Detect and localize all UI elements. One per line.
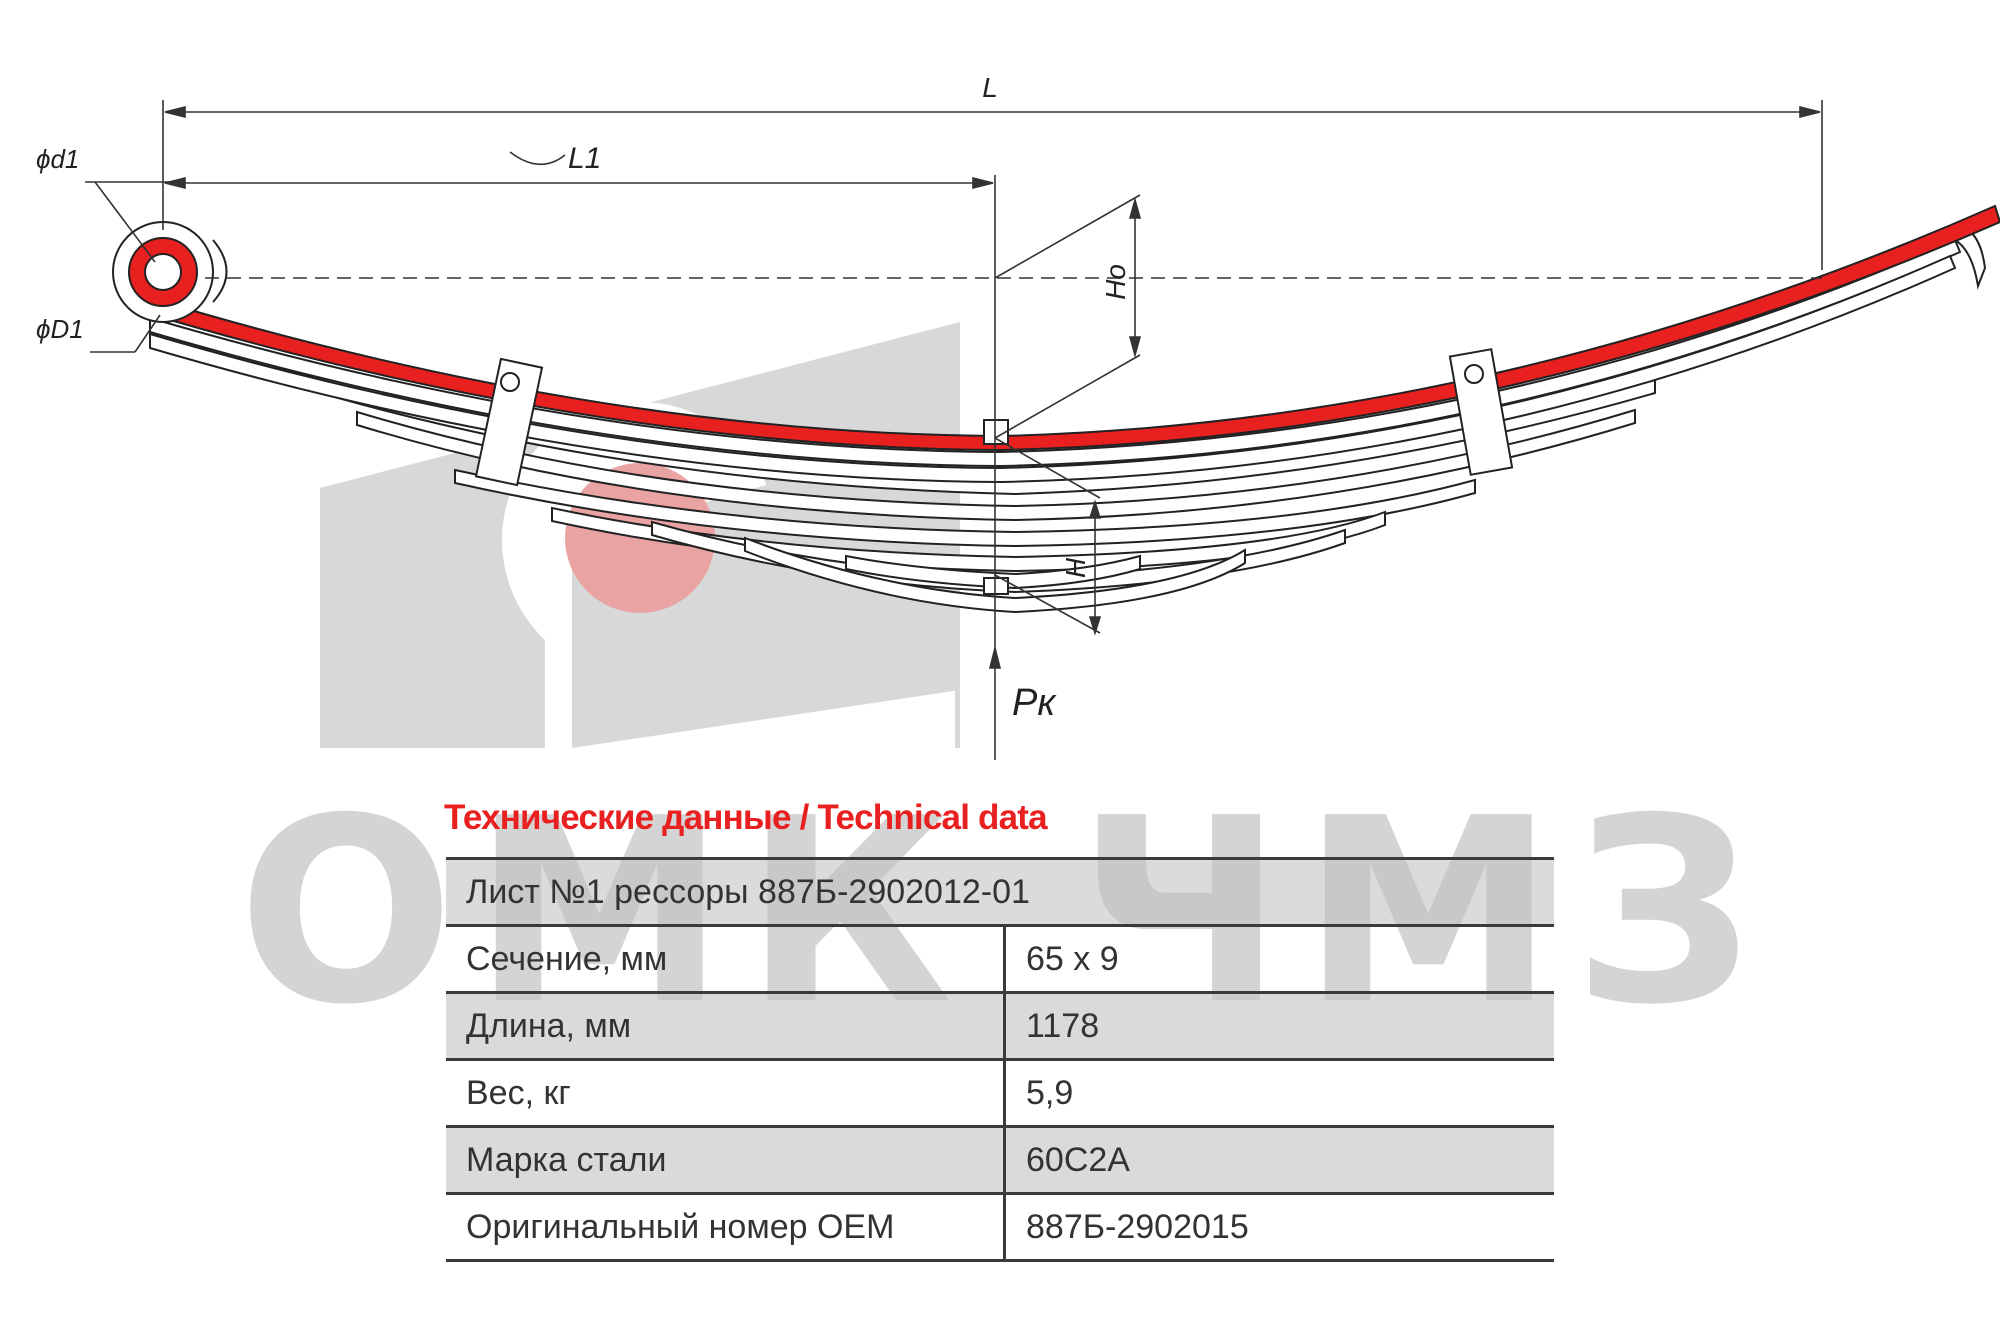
- dim-label-Ho: Ho: [1100, 264, 1131, 300]
- spring-eye: [112, 221, 228, 323]
- table-header-cell: Лист №1 рессоры 887Б-2902012-01: [446, 857, 1554, 927]
- dim-label-d1: ϕd1: [36, 144, 79, 174]
- row-value: 65 x 9: [1003, 925, 1554, 994]
- row-label: Марка стали: [446, 1126, 1005, 1195]
- row-label: Вес, кг: [446, 1059, 1005, 1128]
- dim-label-L: L: [982, 72, 998, 103]
- row-value: 60С2А: [1003, 1126, 1554, 1195]
- technical-data-table: Лист №1 рессоры 887Б-2902012-01 Сечение,…: [446, 857, 1554, 1262]
- table-row: Сечение, мм 65 x 9: [446, 925, 1554, 994]
- main-leaf-highlight: [149, 204, 2000, 452]
- table-row: Вес, кг 5,9: [446, 1059, 1554, 1128]
- table-row: Оригинальный номер OEM 887Б-2902015: [446, 1193, 1554, 1262]
- dimension-lines: [85, 100, 1823, 760]
- row-value: 1178: [1003, 992, 1554, 1061]
- row-value: 5,9: [1003, 1059, 1554, 1128]
- spring-leaves: [149, 223, 1987, 614]
- leaf-clamps: [474, 348, 1514, 595]
- technical-data-title: Технические данные / Technical data: [444, 798, 1048, 837]
- dim-label-L1: L1: [568, 142, 601, 175]
- table-row: Марка стали 60С2А: [446, 1126, 1554, 1195]
- dim-label-Pk: Pк: [1012, 682, 1057, 724]
- table-header-row: Лист №1 рессоры 887Б-2902012-01: [446, 857, 1554, 927]
- dim-label-H: H: [1060, 557, 1091, 578]
- dim-label-D1: ϕD1: [36, 314, 84, 344]
- table-row: Длина, мм 1178: [446, 992, 1554, 1061]
- row-label: Длина, мм: [446, 992, 1005, 1061]
- row-value: 887Б-2902015: [1003, 1193, 1554, 1262]
- row-label: Оригинальный номер OEM: [446, 1193, 1005, 1262]
- row-label: Сечение, мм: [446, 925, 1005, 994]
